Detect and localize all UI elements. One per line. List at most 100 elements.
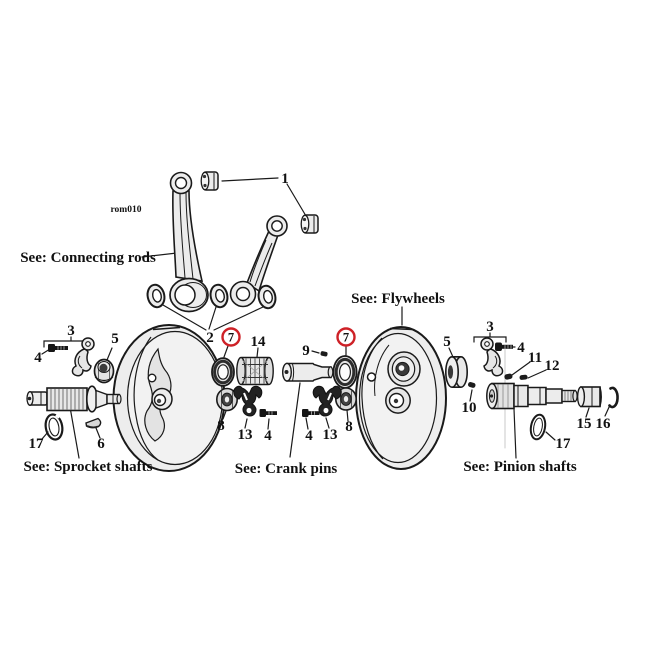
lock-plate-right <box>480 337 504 377</box>
pinion-shaft-assembly <box>444 337 619 449</box>
screw-threads <box>268 411 273 415</box>
shaft-end-face <box>572 390 578 403</box>
callout-8-left: 8 <box>217 418 225 434</box>
key-10 <box>467 381 476 388</box>
washer-hole <box>217 364 229 380</box>
leader-1a <box>221 177 279 182</box>
wrist-pin-bushing-right <box>300 214 319 234</box>
leader-12 <box>527 369 547 379</box>
rear-rod-ibeam-1 <box>249 239 267 283</box>
washer-dark-ring <box>334 357 356 387</box>
lock-plate-left <box>71 337 95 377</box>
leader-sprocket-shafts <box>69 406 80 459</box>
callout-16: 16 <box>596 416 612 432</box>
wrist-pin-bushing-left <box>200 171 219 191</box>
crank-pin-end <box>327 366 334 379</box>
watermark: rom010 <box>111 205 142 215</box>
callout-10: 10 <box>462 400 477 416</box>
right-counterweight-inner <box>374 344 390 397</box>
callout-15: 15 <box>577 416 592 432</box>
shaft-tip-face <box>116 393 122 405</box>
gear-shading <box>497 384 509 408</box>
lock-fork-13-left <box>233 385 263 417</box>
seal-ring-17-left <box>44 413 64 441</box>
callout-4-left: 4 <box>34 350 42 366</box>
fork-body <box>233 385 263 417</box>
woodruff-key-6 <box>85 417 102 429</box>
sprocket-shaft <box>26 385 122 413</box>
lock-screw-4-mid-right <box>302 409 320 417</box>
fork-hole <box>323 407 329 414</box>
leader-17-right <box>545 431 556 441</box>
left-flywheel-flat <box>152 326 181 331</box>
screw-shaft <box>266 411 277 415</box>
washer-hole <box>339 363 352 382</box>
thrust-washer <box>209 283 229 309</box>
crank-pin <box>282 362 334 382</box>
callout-3-right: 3 <box>486 319 494 335</box>
seal-ring-17-right <box>529 413 547 441</box>
lock-screw-4-mid-left <box>259 409 277 417</box>
nut-base <box>94 376 114 382</box>
gear-center-hole <box>489 394 494 398</box>
leader-connecting-rods <box>141 252 178 258</box>
leader-14 <box>256 347 259 358</box>
key-11 <box>504 373 513 380</box>
roller-bearing-14 <box>236 356 274 386</box>
callout-4-mid-right: 4 <box>305 428 313 444</box>
callout-6: 6 <box>97 436 105 452</box>
fork-hole <box>246 407 252 414</box>
plate-detail <box>77 355 83 369</box>
plate-body <box>71 348 92 377</box>
screw-threads <box>311 411 315 415</box>
screw-shaft <box>55 346 68 350</box>
plate-detail <box>492 355 498 369</box>
ring-outer <box>529 413 547 441</box>
screw-head <box>495 342 502 351</box>
leader-5-right <box>448 347 454 358</box>
leader-15 <box>585 407 590 418</box>
crank-pin-assembly <box>211 351 358 417</box>
callout-3-left: 3 <box>67 323 75 339</box>
nut-hole <box>99 363 108 373</box>
washer-hole <box>447 365 454 379</box>
callout-11: 11 <box>528 350 542 366</box>
nut-highlight <box>224 396 230 403</box>
callout-12: 12 <box>545 358 560 374</box>
leader-1b <box>286 183 307 217</box>
plate-hole <box>85 341 91 347</box>
screw-head <box>302 409 309 417</box>
shaft-taper <box>95 389 108 409</box>
dowel-key-9 <box>320 351 328 357</box>
section-label-flywheels: See: Flywheels <box>351 291 445 307</box>
ring-inner <box>533 417 543 437</box>
shaft-mid <box>527 386 547 406</box>
bushing-oil-hole <box>302 217 307 222</box>
shaft-threads <box>564 391 572 401</box>
bushing-oil-hole <box>303 226 307 231</box>
screw-head <box>259 409 266 417</box>
highlight-circles <box>221 327 356 347</box>
callout-1: 1 <box>281 171 289 187</box>
right-counterweight-curve <box>361 337 384 460</box>
sprocket-nut-5 <box>93 358 115 384</box>
highlight-circle-7-right <box>336 327 356 347</box>
callout-2: 2 <box>206 330 214 346</box>
callout-4-right: 4 <box>517 340 525 356</box>
leader-4-mid-right <box>305 417 309 430</box>
crank-pin-shoulder <box>292 363 295 382</box>
bearing-hatch <box>241 359 269 383</box>
right-balance-hole <box>366 372 377 382</box>
left-flywheel <box>112 324 226 472</box>
right-flywheel <box>355 326 447 470</box>
rear-rod-shaft <box>246 229 280 293</box>
nut-highlight <box>343 396 349 402</box>
fork-slot <box>327 392 332 401</box>
front-rod-small-end-hole <box>174 176 188 190</box>
rear-rod-big-end-hole <box>235 286 251 302</box>
leader-6 <box>95 427 101 439</box>
section-label-pinion-shafts: See: Pinion shafts <box>463 459 577 475</box>
leader-2b <box>208 306 217 330</box>
leader-crank-pins <box>289 382 301 458</box>
